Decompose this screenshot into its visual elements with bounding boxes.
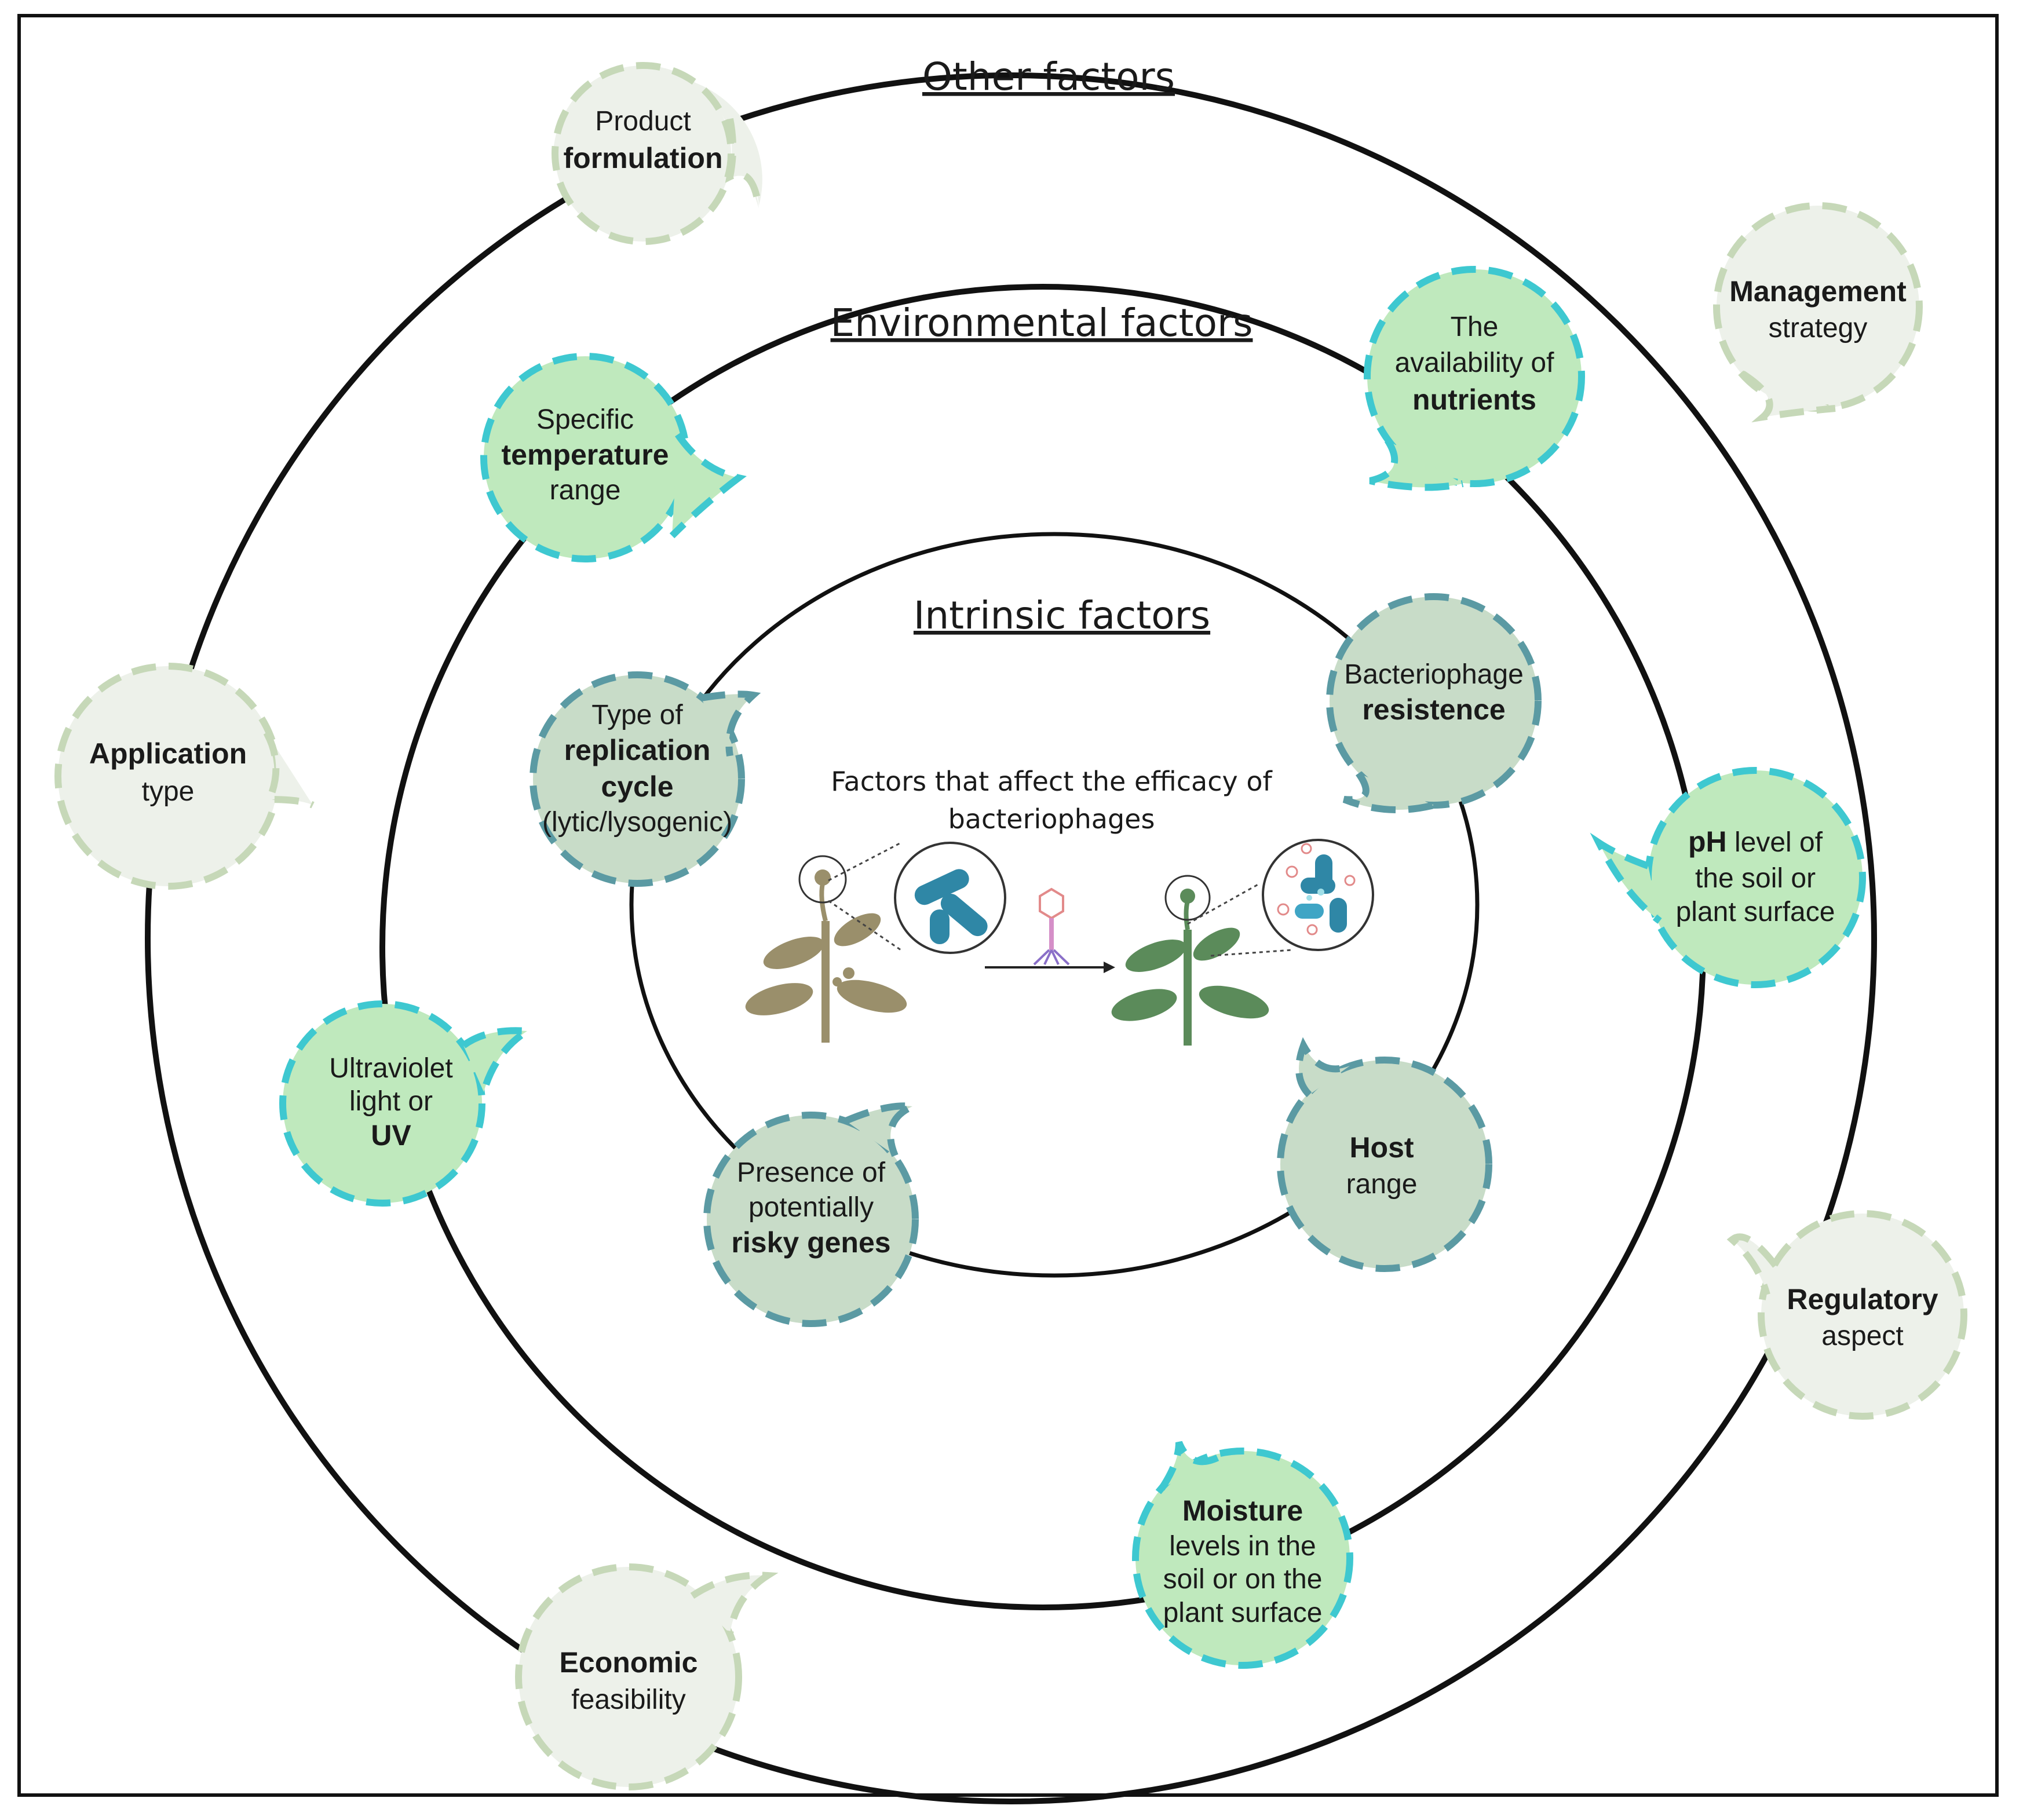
bubble-temperature: Specific temperature range	[480, 353, 747, 562]
healthy-plant-icon	[1111, 875, 1269, 1046]
economic-feasibility-line2: feasibility	[571, 1684, 685, 1715]
replication-cycle-line2: replication	[564, 734, 711, 766]
regulatory-aspect-line2: aspect	[1821, 1321, 1903, 1351]
other-factors-title: Other factors	[922, 54, 1175, 99]
replication-cycle-line4: (lytic/lysogenic)	[542, 807, 732, 838]
uv-line3: UV	[371, 1119, 411, 1152]
risky-genes-line2: potentially	[748, 1192, 874, 1223]
uv-line1: Ultraviolet	[329, 1053, 452, 1084]
risky-genes-line3: risky genes	[731, 1226, 890, 1259]
moisture-line2: levels in the	[1169, 1531, 1316, 1562]
bubble-uv: Ultraviolet light or UV	[279, 1000, 538, 1207]
ph-line1-rest: level of	[1727, 827, 1823, 858]
bacteria-icon	[894, 842, 1006, 954]
product-formulation-line1: Product	[595, 106, 691, 137]
outer-ring	[145, 72, 1877, 1804]
moisture-line4: plant surface	[1163, 1598, 1323, 1628]
zoom-line-left-top	[828, 842, 901, 882]
product-formulation-line2: formulation	[564, 142, 723, 174]
bubble-economic-feasibility: Economic feasibility	[515, 1563, 779, 1790]
ph-line1-bold: pH	[1688, 825, 1727, 858]
moisture-line1: Moisture	[1182, 1494, 1303, 1527]
nutrients-line3: nutrients	[1412, 383, 1536, 416]
bubble-management-strategy: Management strategy	[1713, 202, 1923, 423]
diagram-frame	[17, 14, 1999, 1797]
nutrients-line1: The	[1451, 312, 1499, 342]
bubble-replication-cycle: Type of replication cycle (lytic/lysogen…	[530, 671, 761, 887]
environmental-factors-title: Environmental factors	[831, 301, 1253, 345]
resistance-line1: Bacteriophage	[1344, 659, 1524, 690]
bubble-ph: pH level of the soil or plant surface	[1590, 767, 1866, 988]
host-range-line1: Host	[1349, 1131, 1414, 1164]
replication-cycle-line1: Type of	[591, 700, 683, 730]
infected-plant-icon	[745, 855, 907, 1043]
moisture-line3: soil or on the	[1163, 1564, 1323, 1595]
bubble-resistance: Bacteriophage resistence	[1326, 593, 1542, 813]
economic-feasibility-line1: Economic	[560, 1646, 698, 1679]
bubble-moisture: Moisture levels in the soil or on the pl…	[1132, 1441, 1353, 1669]
management-strategy-line2: strategy	[1769, 313, 1868, 343]
resistance-line2: resistence	[1362, 693, 1505, 726]
temperature-line2: temperature	[502, 438, 669, 471]
nutrients-line2: availability of	[1395, 348, 1554, 378]
bubble-product-formulation: Product formulation	[552, 62, 762, 245]
center-title-line2: bacteriophages	[948, 803, 1155, 835]
ph-line2: the soil or	[1695, 863, 1816, 894]
application-type-line2: type	[142, 776, 195, 807]
inner-ring	[629, 532, 1480, 1278]
intrinsic-factors-title: Intrinsic factors	[914, 593, 1210, 638]
bubble-application-type: Application type	[54, 663, 315, 890]
application-type-line1: Application	[89, 737, 247, 770]
arrow-icon	[985, 962, 1115, 973]
bubble-risky-genes: Presence of potentially risky genes	[703, 1102, 926, 1327]
ph-line3: plant surface	[1676, 897, 1835, 927]
lysed-bacteria-icon	[1262, 839, 1374, 951]
replication-cycle-line3: cycle	[601, 770, 673, 803]
center-title-line1: Factors that affect the efficacy of	[831, 766, 1273, 797]
uv-line2: light or	[349, 1086, 433, 1117]
bubble-host-range: Host range	[1277, 1037, 1492, 1272]
management-strategy-line1: Management	[1729, 275, 1907, 308]
temperature-line1: Specific	[536, 404, 634, 435]
temperature-line3: range	[550, 475, 621, 506]
host-range-line2: range	[1346, 1169, 1418, 1200]
bubble-regulatory-aspect: Regulatory aspect	[1726, 1210, 1967, 1420]
ph-line1: pH level of	[1688, 825, 1823, 858]
regulatory-aspect-line1: Regulatory	[1787, 1283, 1938, 1315]
bubble-nutrients: The availability of nutrients	[1364, 266, 1585, 491]
bacteriophage-icon	[1033, 887, 1070, 966]
risky-genes-line1: Presence of	[737, 1157, 886, 1188]
zoom-line-left-bottom	[828, 900, 901, 951]
